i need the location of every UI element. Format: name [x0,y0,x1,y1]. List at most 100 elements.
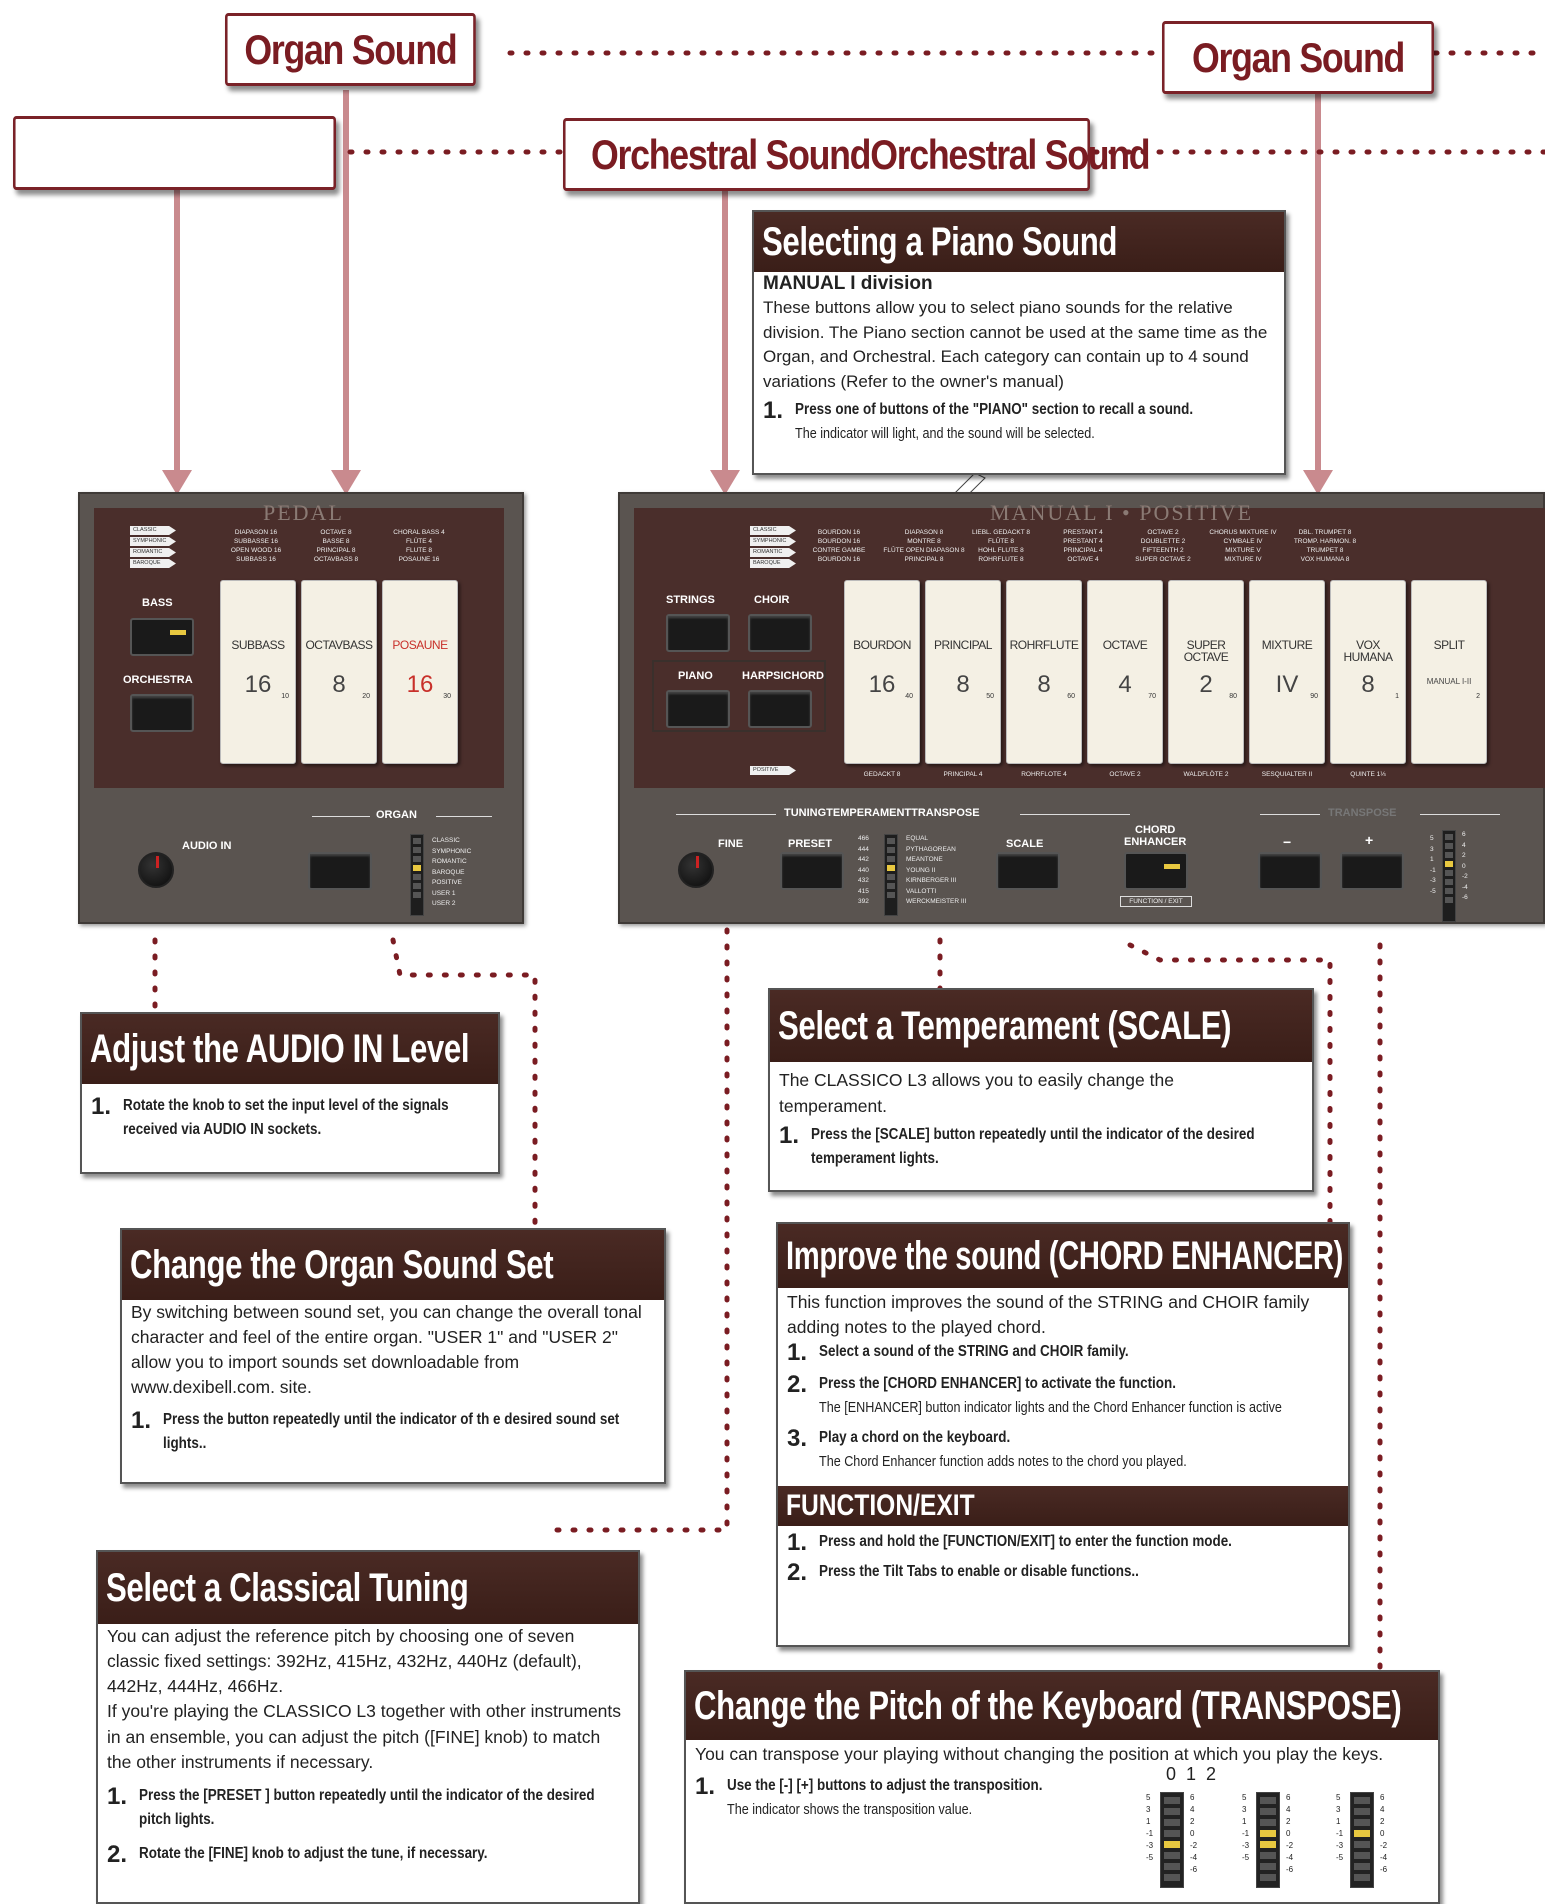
piano-section-frame [652,660,826,732]
transpose-minus-button[interactable] [1258,852,1322,890]
sound-set-list: CLASSIC SYMPHONIC ROMANTIC BAROQUE POSIT… [432,837,472,907]
audio-in-label: AUDIO IN [182,840,232,852]
tab-name: OCTAVE [1102,638,1148,652]
transpose-digits: 0 1 2 [1166,1764,1217,1784]
orchestral-sound-tag-text-1: Orchestral Sound [591,130,871,178]
tab-number: 8 [956,671,970,698]
step-number: 1. [107,1782,128,1810]
step-sub: The indicator will light, and the sound … [795,425,1095,442]
pedal-flag-3: ROMANTIC [130,548,176,557]
step-text: Press the Tilt Tabs to enable or disable… [819,1560,1139,1584]
manual-bottom-5: WALDFLÖTE 2 [1183,771,1229,778]
step-main: Use the [-] [+] buttons to adjust the tr… [727,1776,1043,1794]
meter-scale-right: 6 4 2 0 -2 -4 -6 [1190,1793,1198,1874]
chord-enhancer-button[interactable] [1124,852,1188,890]
manual-bottom-6: SESQUIALTER II [1261,771,1313,778]
step-main: Press one of buttons of the "PIANO" sect… [795,401,1194,418]
tab-number: 8 [1361,671,1375,698]
tab-number: IV [1275,671,1299,698]
meter-scale-left: 5 3 1 -1 -3 -5 [1336,1793,1344,1862]
piano-sound-title: Selecting a Piano Sound [754,212,1284,272]
sound-set-text: By switching between sound set, you can … [131,1302,642,1397]
tuning-title-text: Select a Classical Tuning [106,1565,469,1610]
step-number: 2. [107,1840,128,1868]
audio-in-knob[interactable] [138,852,174,888]
step-main: Press the [PRESET ] button repeatedly un… [139,1786,595,1804]
transpose-text: You can transpose your playing without c… [695,1744,1384,1764]
temperament-body: The CLASSICO L3 allows you to easily cha… [770,1062,1312,1177]
manual-col5-list: OCTAVE 2 DOUBLETTE 2 FIFTEENTH 2 SUPER O… [1135,529,1191,563]
strings-button[interactable] [666,614,730,652]
transpose-scale-right: 6 4 2 0 -2 -4 -6 [1462,831,1468,901]
sound-set-button[interactable] [308,852,372,890]
manual-flag-1: CLASSIC [750,526,796,535]
chord-enhancer-title: Improve the sound (CHORD ENHANCER) [778,1224,1348,1288]
harpsichord-button[interactable] [748,690,812,728]
organ-divider-left [312,816,370,817]
scale-list: EQUAL PYTHAGOREAN MEANTONE YOUNG II KIRN… [906,835,967,905]
bass-button[interactable] [130,618,194,656]
fine-knob[interactable] [678,852,714,888]
preset-label: PRESET [788,838,833,850]
manual-bottom-3: ROHRFLOTE 4 [1021,771,1067,778]
sound-set-box: Change the Organ Sound Set By switching … [120,1228,666,1484]
tab-index: 50 [986,693,994,700]
function-step-2: 2. Press the Tilt Tabs to enable or disa… [787,1560,1339,1586]
meter-scale-right: 6 4 2 0 -2 -4 -6 [1286,1793,1294,1874]
audio-in-title: Adjust the AUDIO IN Level [82,1014,498,1084]
pedal-col3-list: CHORAL BASS 4 FLÜTE 4 FLUTE 8 POSAUNE 16 [393,529,445,563]
chord-enhancer-title-text: Improve the sound (CHORD ENHANCER) [786,1233,1344,1278]
transpose-plus-button[interactable] [1340,852,1404,890]
transpose-box: Change the Pitch of the Keyboard (TRANSP… [684,1670,1440,1904]
preset-button[interactable] [780,852,844,890]
transpose-scale-left: 5 3 1 -1 -3 -5 [1430,835,1436,895]
tab-index: 1 [1395,693,1399,700]
pedal-col1-list: DIAPASON 16 SUBBASSE 16 OPEN WOOD 16 SUB… [230,529,282,563]
tuning-title: Select a Classical Tuning [98,1552,638,1624]
meter-scale-right: 6 4 2 0 -2 -4 -6 [1380,1793,1388,1874]
piano-sound-subtitle: MANUAL I division [763,273,933,294]
organ-divider-right [436,816,492,817]
chord-enhancer-label: CHORD ENHANCER [1124,824,1187,848]
sound-set-indicator [410,834,424,916]
piano-sound-box: Selecting a Piano Sound MANUAL I divisio… [752,210,1286,475]
step-main: Play a chord on the keyboard. [819,1429,1011,1446]
positive-flag: POSITIVE [750,766,796,775]
tuning-box: Select a Classical Tuning You can adjust… [96,1550,640,1904]
tuning-divider [676,814,776,815]
sound-set-title-text: Change the Organ Sound Set [130,1242,554,1287]
tab-name: POSAUNE [392,638,448,652]
step-sub: The [ENHANCER] button indicator lights a… [819,1399,1282,1416]
step-main: Select a sound of the STRING and CHOIR f… [819,1343,1129,1360]
step-text: Press and hold the [FUNCTION/EXIT] to en… [819,1530,1232,1554]
manual-col4-list: PRESTANT 4 PRESTANT 4 PRINCIPAL 4 OCTAVE… [1063,529,1103,563]
tab-number: 4 [1118,671,1132,698]
chord-step-2: 2. Press the [CHORD ENHANCER] to activat… [787,1372,1339,1420]
step-main-2: pitch lights. [139,1810,215,1828]
transpose-title-text: Change the Pitch of the Keyboard (TRANSP… [694,1683,1402,1728]
tab-name: OCTAVBASS [305,638,373,652]
chord-enhancer-body: This function improves the sound of the … [778,1288,1348,1480]
orchestra-button[interactable] [130,694,194,732]
scale-button[interactable] [996,852,1060,890]
transpose-divider [1260,814,1320,815]
manual-flag-4: BAROQUE [750,559,796,568]
meter-bar [1350,1792,1374,1888]
manual-flag-2: SYMPHONIC [750,537,796,546]
piano-button[interactable] [666,690,730,728]
scale-label: SCALE [1006,838,1044,850]
choir-button[interactable] [748,614,812,652]
meter-bar [1256,1792,1280,1888]
function-exit-label: FUNCTION / EXIT [1120,896,1192,907]
